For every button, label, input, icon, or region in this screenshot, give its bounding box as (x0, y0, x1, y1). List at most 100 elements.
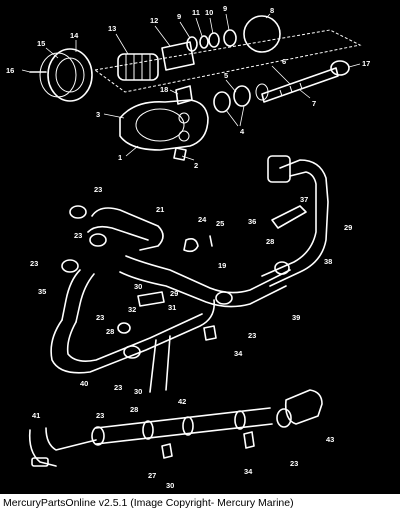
hose-clamp (215, 291, 233, 305)
hose-clamp (117, 322, 131, 334)
washer (223, 29, 237, 47)
hose-clamp (123, 345, 141, 359)
callout-23: 23 (96, 313, 104, 322)
callout-30: 30 (166, 481, 174, 490)
callout-7: 7 (312, 99, 316, 108)
callout-39: 39 (292, 313, 300, 322)
impeller (117, 53, 159, 81)
callout-16: 16 (6, 66, 14, 75)
callout-41: 41 (32, 411, 40, 420)
callout-38: 38 (324, 257, 332, 266)
connector-43 (284, 389, 323, 425)
straight-pipe-42 (95, 407, 273, 445)
hose-35 (61, 269, 81, 321)
pump-cover-plate (47, 48, 93, 102)
callout-34: 34 (234, 349, 243, 358)
washer (186, 36, 198, 52)
elbow-fitting (31, 457, 49, 467)
callout-23: 23 (94, 185, 102, 194)
callout-3: 3 (96, 110, 100, 119)
housing-bore (135, 108, 185, 142)
callout-15: 15 (37, 39, 45, 48)
callout-23: 23 (114, 383, 122, 392)
bearing (233, 85, 251, 107)
callout-17: 17 (362, 59, 370, 68)
mount-bracket (271, 205, 307, 229)
callout-28: 28 (266, 237, 274, 246)
hose-clamp (142, 420, 154, 440)
hose-clamp (234, 410, 246, 430)
callout-6: 6 (282, 57, 286, 66)
exploded-parts-diagram: 15 14 13 12 9 11 10 9 8 16 6 17 3 18 5 4… (0, 0, 400, 494)
callout-10: 10 (205, 8, 213, 17)
pump-housing (119, 99, 209, 151)
callout-37: 37 (300, 195, 308, 204)
callout-1: 1 (118, 153, 122, 162)
pipe-30 (149, 335, 171, 393)
seal (255, 83, 269, 101)
callout-2: 2 (194, 161, 198, 170)
hose-35-inner (75, 273, 95, 323)
cover-gasket (39, 52, 77, 98)
callout-23: 23 (30, 259, 38, 268)
callout-23: 23 (248, 331, 256, 340)
callout-30: 30 (134, 387, 142, 396)
hose-40-inner (66, 313, 203, 362)
wear-plate (161, 41, 195, 71)
callout-30: 30 (134, 282, 142, 291)
drain-fitting (161, 443, 173, 459)
callout-23: 23 (74, 231, 82, 240)
callout-29: 29 (170, 289, 178, 298)
hose-40 (50, 299, 216, 374)
callout-21: 21 (156, 205, 164, 214)
pump-cover-inner (55, 57, 85, 93)
callout-5: 5 (224, 71, 228, 80)
clip-screw (209, 235, 213, 247)
callout-43: 43 (326, 435, 334, 444)
hose-19-lower (119, 271, 287, 308)
callout-9: 9 (177, 12, 181, 21)
callout-42: 42 (178, 397, 186, 406)
callout-9: 9 (223, 4, 227, 13)
pump-fitting (267, 155, 291, 183)
callout-40: 40 (80, 379, 88, 388)
pipe-upper-right-inner (261, 171, 317, 277)
hose-clamp (182, 416, 194, 436)
hose-21 (91, 207, 164, 251)
hose-clamp (276, 408, 292, 428)
callout-25: 25 (216, 219, 224, 228)
callout-18: 18 (160, 85, 168, 94)
callout-numbers: 15 14 13 12 9 11 10 9 8 16 6 17 3 18 5 4… (6, 4, 370, 490)
bearing (213, 91, 231, 113)
callout-31: 31 (168, 303, 176, 312)
callout-24: 24 (198, 215, 207, 224)
drain-plug (203, 325, 217, 341)
bearing (208, 32, 220, 48)
seal (199, 35, 209, 49)
callout-11: 11 (192, 8, 200, 17)
drive-shaft (261, 67, 339, 103)
hose-clamp (91, 426, 105, 446)
copyright-caption: MercuryPartsOnline v2.5.1 (Image Copyrig… (0, 494, 400, 512)
callout-29: 29 (344, 223, 352, 232)
hose-19 (125, 255, 291, 294)
parts-drawing: 15 14 13 12 9 11 10 9 8 16 6 17 3 18 5 4… (6, 4, 370, 490)
hose-clamp (61, 259, 79, 273)
housing-fitting (175, 85, 193, 105)
callout-28: 28 (130, 405, 138, 414)
leader-lines (21, 13, 361, 161)
drain-plug (243, 431, 255, 449)
hose-21-lower (87, 225, 149, 241)
callout-14: 14 (70, 31, 79, 40)
drain-fitting (173, 147, 187, 161)
pipe-upper-right (269, 159, 329, 287)
elbow-hose-41 (28, 427, 97, 467)
callout-36: 36 (248, 217, 256, 226)
hose-clamp (69, 205, 87, 219)
callout-19: 19 (218, 261, 226, 270)
hose-clamp (274, 261, 290, 275)
callout-35: 35 (38, 287, 46, 296)
hose-clip (183, 238, 199, 253)
hose-clamp (89, 233, 107, 247)
callout-8: 8 (270, 6, 274, 15)
